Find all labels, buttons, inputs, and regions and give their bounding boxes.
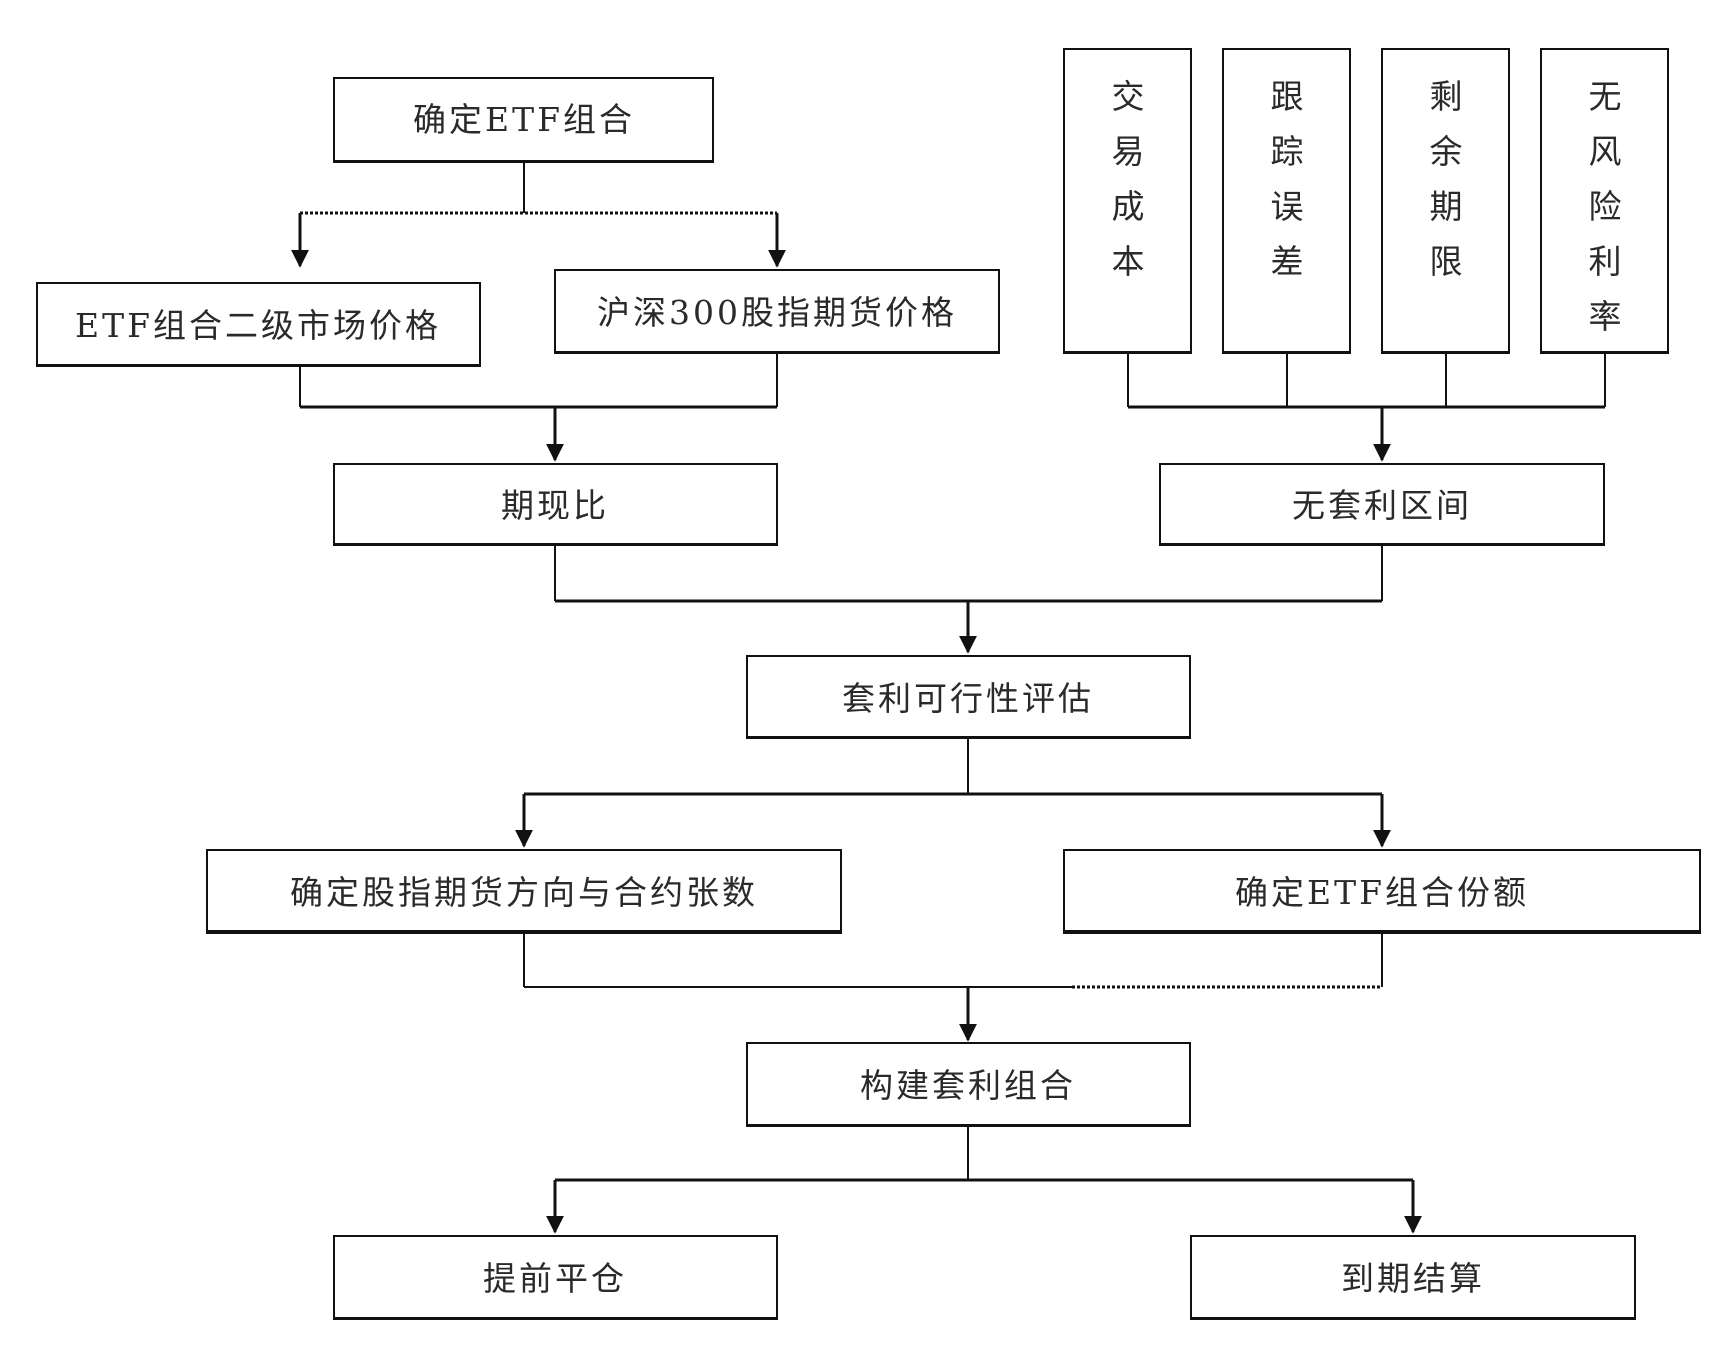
node-determine-etf-label: 确定ETF组合 xyxy=(413,100,635,139)
factor-char: 本 xyxy=(1112,242,1145,281)
node-construct-label: 构建套利组合 xyxy=(860,1066,1076,1105)
node-early-close-label: 提前平仓 xyxy=(483,1259,627,1298)
node-no-arb: 无套利区间 xyxy=(1159,463,1605,546)
node-construct: 构建套利组合 xyxy=(746,1042,1191,1127)
node-settlement: 到期结算 xyxy=(1190,1235,1636,1320)
factor-char: 差 xyxy=(1271,242,1304,281)
node-feasibility-label: 套利可行性评估 xyxy=(842,679,1094,718)
node-direction-label: 确定股指期货方向与合约张数 xyxy=(290,873,758,912)
factor-char: 限 xyxy=(1430,242,1463,281)
node-ratio-label: 期现比 xyxy=(501,486,609,525)
node-etf-share-label: 确定ETF组合份额 xyxy=(1235,873,1529,912)
node-determine-etf: 确定ETF组合 xyxy=(333,77,714,163)
node-futures-price-label: 沪深300股指期货价格 xyxy=(597,293,957,332)
factor-transaction-cost: 交 易 成 本 xyxy=(1063,48,1192,354)
node-direction: 确定股指期货方向与合约张数 xyxy=(206,849,842,934)
node-early-close: 提前平仓 xyxy=(333,1235,778,1320)
factor-char: 成 xyxy=(1112,187,1145,226)
node-settlement-label: 到期结算 xyxy=(1341,1259,1485,1298)
factor-char: 跟 xyxy=(1271,77,1304,116)
node-ratio: 期现比 xyxy=(333,463,778,546)
factor-char: 余 xyxy=(1430,132,1463,171)
factor-char: 踪 xyxy=(1271,132,1304,171)
node-etf-share: 确定ETF组合份额 xyxy=(1063,849,1701,934)
factor-char: 利 xyxy=(1589,242,1622,281)
factor-risk-free-rate: 无 风 险 利 率 xyxy=(1540,48,1669,354)
factor-remaining-term: 剩 余 期 限 xyxy=(1381,48,1510,354)
factor-char: 期 xyxy=(1430,187,1463,226)
factor-char: 率 xyxy=(1589,297,1622,336)
node-feasibility: 套利可行性评估 xyxy=(746,655,1191,739)
factor-char: 险 xyxy=(1589,187,1622,226)
node-futures-price: 沪深300股指期货价格 xyxy=(554,269,1000,354)
factor-tracking-error: 跟 踪 误 差 xyxy=(1222,48,1351,354)
node-etf-price-label: ETF组合二级市场价格 xyxy=(75,306,441,345)
factor-char: 风 xyxy=(1589,132,1622,171)
factor-char: 剩 xyxy=(1430,77,1463,116)
factor-char: 交 xyxy=(1112,77,1145,116)
factor-char: 误 xyxy=(1271,187,1304,226)
factor-char: 无 xyxy=(1589,77,1622,116)
node-etf-price: ETF组合二级市场价格 xyxy=(36,282,481,367)
factor-char: 易 xyxy=(1112,132,1145,171)
node-no-arb-label: 无套利区间 xyxy=(1292,486,1472,525)
